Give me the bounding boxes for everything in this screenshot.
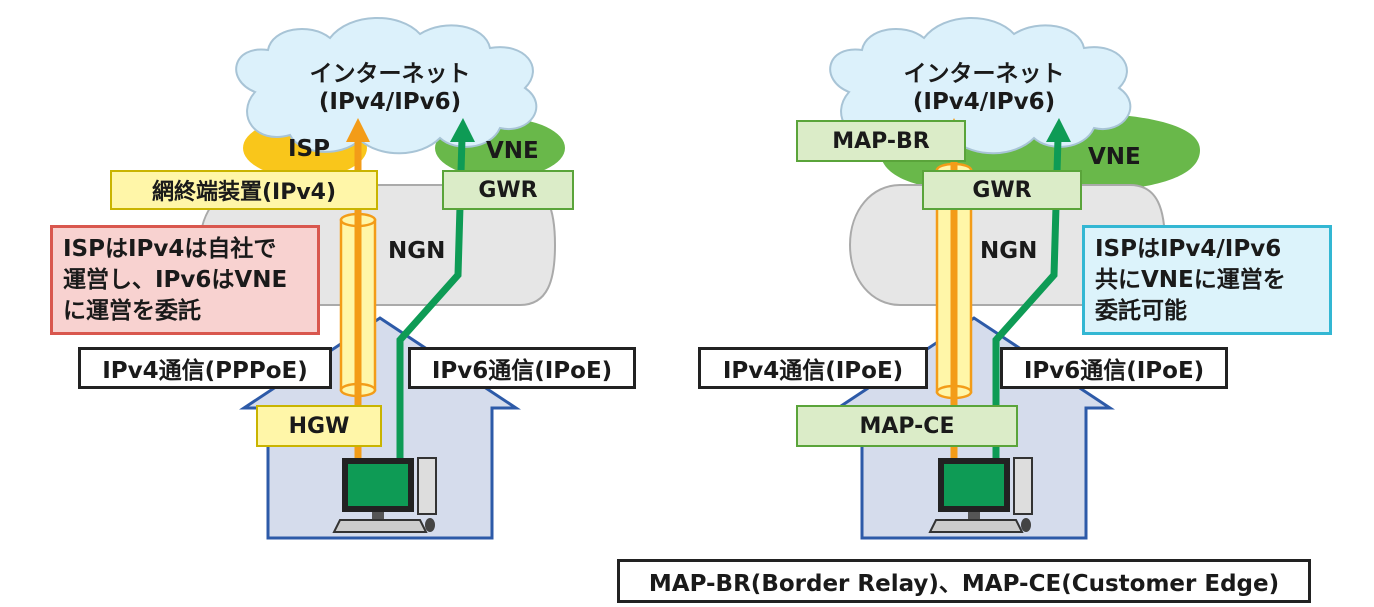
left-note-line-2: 運営し、IPv6はVNE bbox=[63, 267, 288, 293]
right-ipv6-label: IPv6通信(IPoE) bbox=[1000, 347, 1228, 389]
left-internet-cloud bbox=[235, 17, 538, 155]
left-internet-title: インターネット bbox=[309, 61, 471, 87]
right-note-line-1: ISPはIPv4/IPv6 bbox=[1095, 236, 1282, 262]
left-hgw-box: HGW bbox=[256, 405, 382, 447]
left-onu-box: 網終端装置(IPv4) bbox=[110, 170, 378, 210]
right-map-ce-box: MAP-CE bbox=[796, 405, 1018, 447]
left-vne-label: VNE bbox=[486, 138, 539, 164]
left-ipv4-label: IPv4通信(PPPoE) bbox=[78, 347, 332, 389]
right-ngn-label: NGN bbox=[980, 238, 1038, 264]
right-note: ISPはIPv4/IPv6 共にVNEに運営を 委託可能 bbox=[1082, 225, 1332, 335]
right-note-line-3: 委託可能 bbox=[1095, 298, 1187, 324]
right-pc-icon bbox=[928, 457, 1033, 533]
right-internet-title: インターネット bbox=[903, 61, 1065, 87]
right-gwr-box: GWR bbox=[922, 170, 1082, 210]
left-note: ISPはIPv4は自社で 運営し、IPv6はVNE に運営を委託 bbox=[50, 225, 320, 335]
footer-legend: MAP-BR(Border Relay)、MAP-CE(Customer Edg… bbox=[617, 559, 1311, 603]
right-internet-sub: (IPv4/IPv6) bbox=[912, 89, 1056, 115]
left-note-line-3: に運営を委託 bbox=[63, 298, 201, 324]
left-gwr-box: GWR bbox=[442, 170, 574, 210]
left-internet-sub: (IPv4/IPv6) bbox=[318, 89, 462, 115]
right-map-br-box: MAP-BR bbox=[796, 120, 966, 162]
left-isp-label: ISP bbox=[288, 136, 330, 162]
left-ngn-label: NGN bbox=[388, 238, 446, 264]
right-internet-label: インターネット (IPv4/IPv6) bbox=[884, 60, 1084, 116]
right-ipv4-label: IPv4通信(IPoE) bbox=[698, 347, 928, 389]
left-pc-icon bbox=[332, 457, 437, 533]
right-note-line-2: 共にVNEに運営を bbox=[1095, 267, 1286, 293]
left-internet-label: インターネット (IPv4/IPv6) bbox=[290, 60, 490, 116]
right-vne-label: VNE bbox=[1088, 144, 1141, 170]
left-note-line-1: ISPはIPv4は自社で bbox=[63, 236, 277, 262]
left-ipv6-label: IPv6通信(IPoE) bbox=[408, 347, 636, 389]
